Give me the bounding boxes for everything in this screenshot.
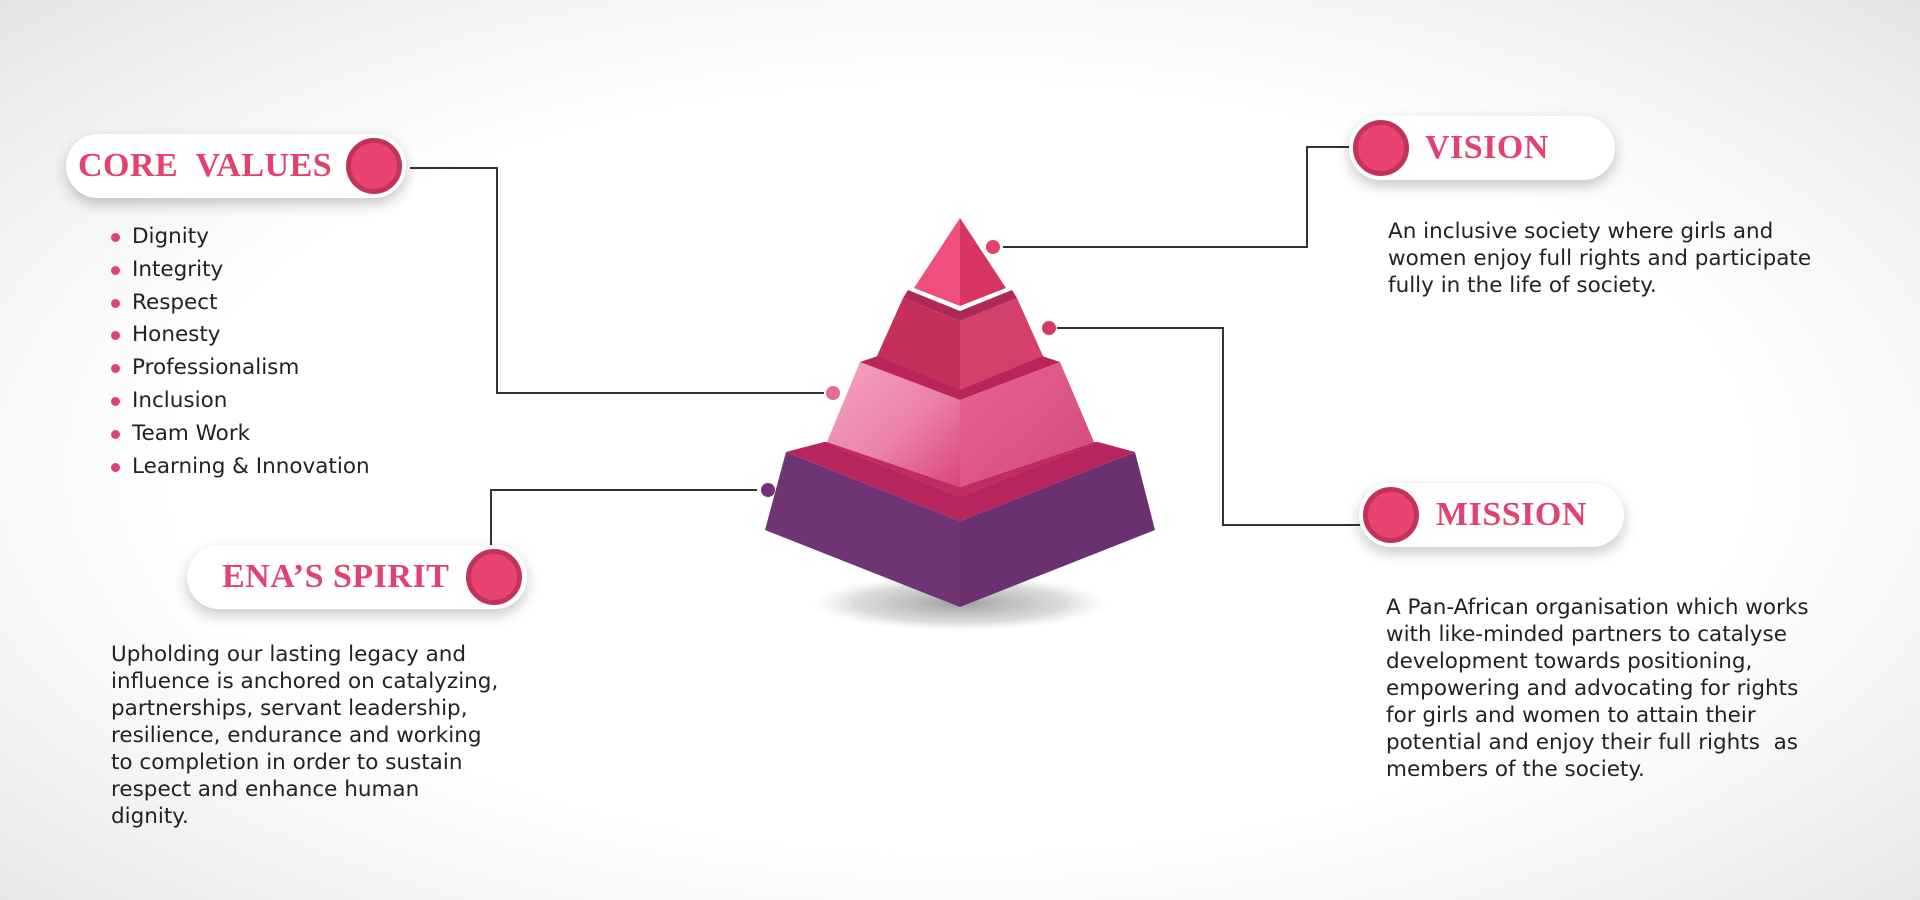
connector-dot-core-values	[826, 386, 840, 400]
connector-vision	[1003, 146, 1352, 248]
list-item: Respect	[108, 287, 370, 320]
core-values-title: CORE VALUES	[78, 147, 333, 184]
pyramid-top-right-face	[960, 218, 1006, 306]
circle-marker-icon	[1363, 487, 1419, 543]
list-item: Dignity	[108, 221, 370, 254]
connector-dot-vision	[986, 240, 1000, 254]
text-line: empowering and advocating for rights	[1386, 676, 1799, 701]
vision-title: VISION	[1425, 129, 1549, 166]
connector-dot-spirit	[761, 483, 775, 497]
text-line: members of the society.	[1386, 757, 1645, 782]
text-line: development towards positioning,	[1386, 649, 1753, 674]
text-line: fully in the life of society.	[1388, 273, 1657, 298]
text-line: A Pan-African organisation which works	[1386, 595, 1809, 620]
spirit-text: Upholding our lasting legacy and influen…	[111, 641, 498, 830]
spirit-title: ENA’S SPIRIT	[222, 558, 450, 595]
pyramid-separator-3-edge	[786, 442, 1135, 521]
text-line: potential and enjoy their full rights as	[1386, 730, 1798, 755]
pyramid-second-right-face	[960, 298, 1043, 390]
pyramid-top-left-face	[914, 218, 960, 306]
core-values-pill: CORE VALUES	[66, 134, 406, 198]
mission-title: MISSION	[1436, 496, 1587, 533]
list-item: Inclusion	[108, 385, 370, 418]
connector-spirit	[490, 489, 757, 553]
text-line: with like-minded partners to catalyse	[1386, 622, 1787, 647]
pyramid-third-left-face	[827, 362, 960, 487]
list-item: Learning & Innovation	[108, 451, 370, 484]
text-line: respect and enhance human	[111, 777, 420, 802]
core-values-list: Dignity Integrity Respect Honesty Profes…	[108, 221, 370, 483]
text-line: partnerships, servant leadership,	[111, 696, 468, 721]
pyramid-base-right-face	[960, 452, 1155, 607]
list-item: Team Work	[108, 418, 370, 451]
pyramid-third-right-face	[960, 362, 1094, 487]
vision-pill: VISION	[1349, 116, 1615, 180]
vision-text: An inclusive society where girls and wom…	[1388, 218, 1811, 299]
text-line: Upholding our lasting legacy and	[111, 642, 467, 667]
connector-core-values	[410, 167, 824, 394]
pyramid-separator-1	[903, 290, 1017, 321]
connector-mission	[1057, 327, 1360, 526]
text-line: resilience, endurance and working	[111, 723, 482, 748]
list-item: Integrity	[108, 254, 370, 287]
text-line: for girls and women to attain their	[1386, 703, 1756, 728]
text-line: dignity.	[111, 804, 189, 829]
mission-pill: MISSION	[1359, 483, 1624, 547]
circle-marker-icon	[346, 138, 402, 194]
pyramid-second-left-face	[877, 298, 960, 390]
spirit-pill: ENA’S SPIRIT	[187, 545, 527, 609]
mission-text: A Pan-African organisation which works w…	[1386, 594, 1809, 783]
text-line: to completion in order to sustain	[111, 750, 463, 775]
connector-dot-mission	[1042, 321, 1056, 335]
text-line: women enjoy full rights and participate	[1388, 246, 1812, 271]
circle-marker-icon	[466, 549, 522, 605]
text-line: influence is anchored on catalyzing,	[111, 669, 499, 694]
list-item: Honesty	[108, 319, 370, 352]
pyramid-base-left-face	[765, 452, 960, 607]
list-item: Professionalism	[108, 352, 370, 385]
text-line: An inclusive society where girls and	[1388, 219, 1774, 244]
circle-marker-icon	[1353, 120, 1409, 176]
